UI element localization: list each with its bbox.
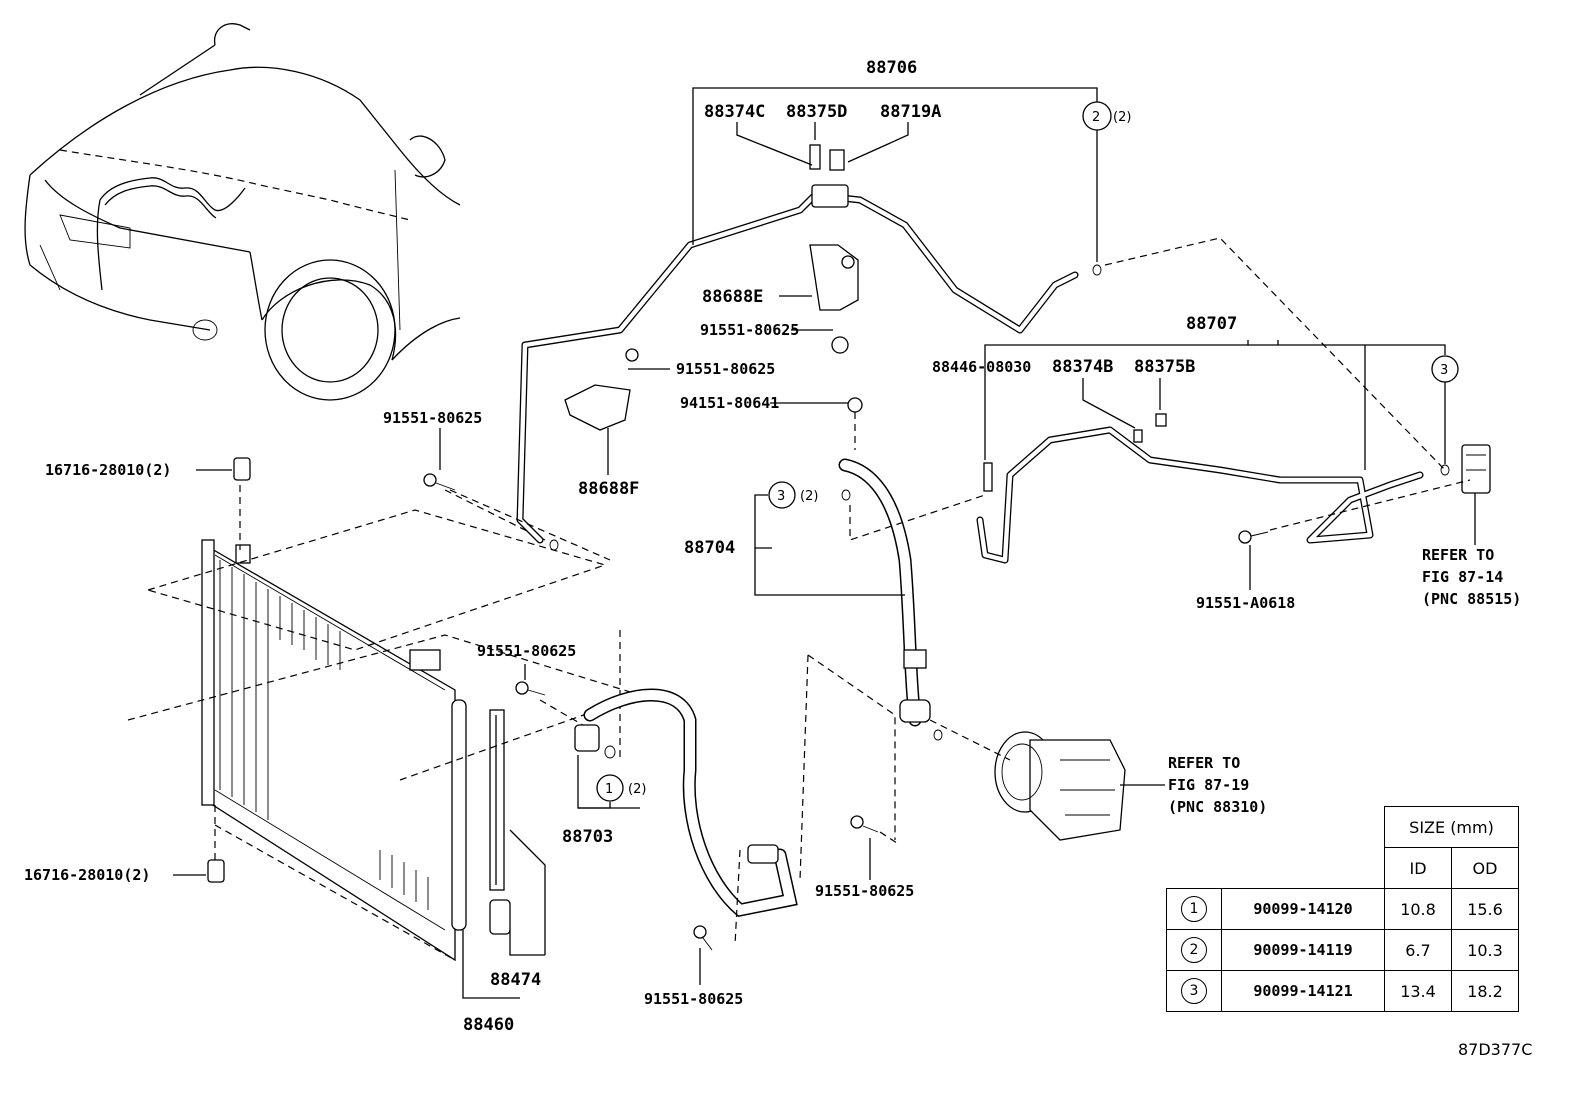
label-88703: 88703: [562, 827, 613, 847]
label-88474: 88474: [490, 970, 541, 990]
o-ring-size-table: SIZE (mm) ID OD 1 90099-14120 10.8 15.6 …: [1166, 806, 1519, 1012]
row-number: 2: [1181, 937, 1207, 963]
label-88688e: 88688E: [702, 287, 763, 307]
vehicle-illustration: [24, 23, 461, 401]
label-bolt-g: 91551-A0618: [1196, 594, 1295, 612]
table-row: 3 90099-14121 13.4 18.2: [1166, 970, 1519, 1012]
ref-compressor-line-3: (PNC 88310): [1168, 798, 1267, 816]
label-88719a: 88719A: [880, 102, 941, 122]
label-bolt-e: 91551-80625: [644, 990, 743, 1008]
label-cushion-bottom: 16716-28010(2): [24, 866, 150, 884]
row-number: 3: [1181, 978, 1207, 1004]
table-header-row: SIZE (mm): [1167, 806, 1519, 848]
outer-diameter: 15.6: [1451, 888, 1519, 930]
cushion-icon: [207, 457, 251, 883]
label-88707: 88707: [1186, 314, 1237, 334]
ref-valve-line-3: (PNC 88515): [1422, 590, 1521, 608]
refer-notes: REFER TO FIG 87-14 (PNC 88515) REFER TO …: [1168, 546, 1521, 816]
table-subheader-row: ID OD: [1167, 847, 1519, 889]
label-bolt-c: 91551-80625: [383, 409, 482, 427]
size-header: SIZE (mm): [1384, 806, 1519, 848]
outer-diameter: 10.3: [1451, 929, 1519, 971]
pipe-88707: [976, 413, 1424, 564]
leader-lines: [173, 87, 1476, 985]
label-cushion-top: 16716-28010(2): [45, 461, 171, 479]
col-id-header: ID: [1384, 847, 1452, 889]
part-number: 90099-14121: [1221, 970, 1385, 1012]
compressor-icon: [994, 731, 1126, 841]
table-row: 1 90099-14120 10.8 15.6: [1166, 888, 1519, 930]
label-88374b: 88374B: [1052, 357, 1113, 377]
col-od-header: OD: [1451, 847, 1519, 889]
qty-2-a: (2): [1113, 110, 1131, 125]
alignment-lines: [449, 237, 1471, 946]
label-88688f: 88688F: [578, 479, 639, 499]
label-88706: 88706: [866, 58, 917, 78]
label-bolt-b: 91551-80625: [676, 360, 775, 378]
figure-code: 87D377C: [1458, 1040, 1533, 1059]
circle-ref-3-b: 3: [777, 489, 785, 504]
part-labels: 88706 88374C 88375D 88719A 88688E 91551-…: [24, 58, 1459, 1035]
row-number: 1: [1181, 896, 1207, 922]
expansion-valve-icon: [1461, 444, 1491, 494]
bracket-88688f: [564, 348, 639, 431]
label-bolt-a: 91551-80625: [700, 321, 799, 339]
outer-diameter: 18.2: [1451, 970, 1519, 1012]
ref-compressor-line-2: FIG 87-19: [1168, 776, 1249, 794]
bolt-icon: [423, 255, 1269, 951]
label-88375d: 88375D: [786, 102, 847, 122]
label-bolt-d: 91551-80625: [477, 642, 576, 660]
label-94151: 94151-80641: [680, 394, 779, 412]
hose-88704: [838, 458, 931, 727]
ref-valve-line-1: REFER TO: [1422, 546, 1494, 564]
o-ring-icon: [549, 264, 1450, 759]
label-88374c: 88374C: [704, 102, 765, 122]
table-row: 2 90099-14119 6.7 10.3: [1166, 929, 1519, 971]
part-number: 90099-14120: [1221, 888, 1385, 930]
qty-2-c: (2): [628, 782, 646, 797]
circle-ref-1: 1: [605, 782, 613, 797]
label-88704: 88704: [684, 538, 735, 558]
label-bolt-f: 91551-80625: [815, 882, 914, 900]
hose-88703: [574, 688, 798, 917]
qty-2-b: (2): [800, 489, 818, 504]
ref-compressor-line-1: REFER TO: [1168, 754, 1240, 772]
part-number: 90099-14119: [1221, 929, 1385, 971]
ref-valve-line-2: FIG 87-14: [1422, 568, 1503, 586]
inner-diameter: 10.8: [1384, 888, 1452, 930]
label-88375b: 88375B: [1134, 357, 1195, 377]
receiver-88474: [462, 829, 546, 999]
label-88446: 88446-08030: [932, 358, 1031, 376]
label-88460: 88460: [463, 1015, 514, 1035]
condenser-88460: [201, 539, 505, 962]
circle-ref-3-a: 3: [1440, 363, 1448, 378]
circle-ref-2: 2: [1092, 110, 1100, 125]
inner-diameter: 6.7: [1384, 929, 1452, 971]
pipe-88706: [516, 144, 1079, 544]
inner-diameter: 13.4: [1384, 970, 1452, 1012]
